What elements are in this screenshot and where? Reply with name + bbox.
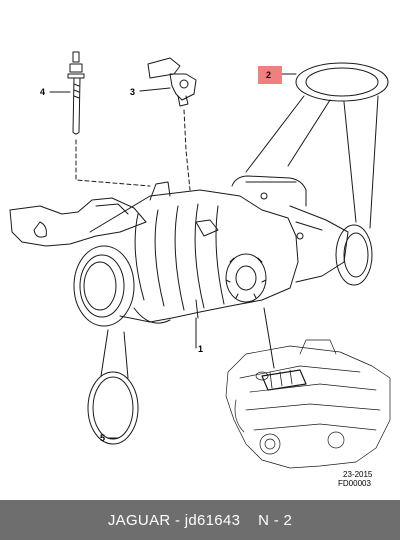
callout-4: 4: [40, 87, 45, 97]
footer-separator-2: N -: [240, 511, 284, 529]
diagram-code: FD00003: [338, 479, 371, 488]
callout-2-highlight: [258, 66, 282, 84]
footer-bar: JAGUAR - jd61643 N - 2: [0, 500, 400, 540]
footer-item: 2: [283, 511, 293, 529]
seal-ring-part-2: [245, 62, 389, 229]
footer-separator-1: -: [170, 511, 185, 529]
sensor-part-3: [147, 57, 197, 191]
bolt-part-4: [67, 51, 151, 187]
o-ring-part-5: [87, 329, 139, 445]
footer-part-number: jd61643: [184, 511, 241, 529]
engine-thumbnail: [225, 307, 391, 469]
callout-leaders: [49, 73, 297, 439]
callout-2: 2: [266, 70, 271, 80]
callout-1: 1: [198, 344, 203, 354]
callout-3: 3: [130, 87, 135, 97]
footer-brand: JAGUAR: [107, 511, 171, 529]
callout-5: 5: [100, 433, 105, 443]
parts-diagram: 4 3 2 1 5 23-2015 FD00003: [9, 51, 391, 488]
diagram-date: 23-2015: [343, 470, 373, 479]
supercharger-housing-part-1: [9, 175, 373, 327]
